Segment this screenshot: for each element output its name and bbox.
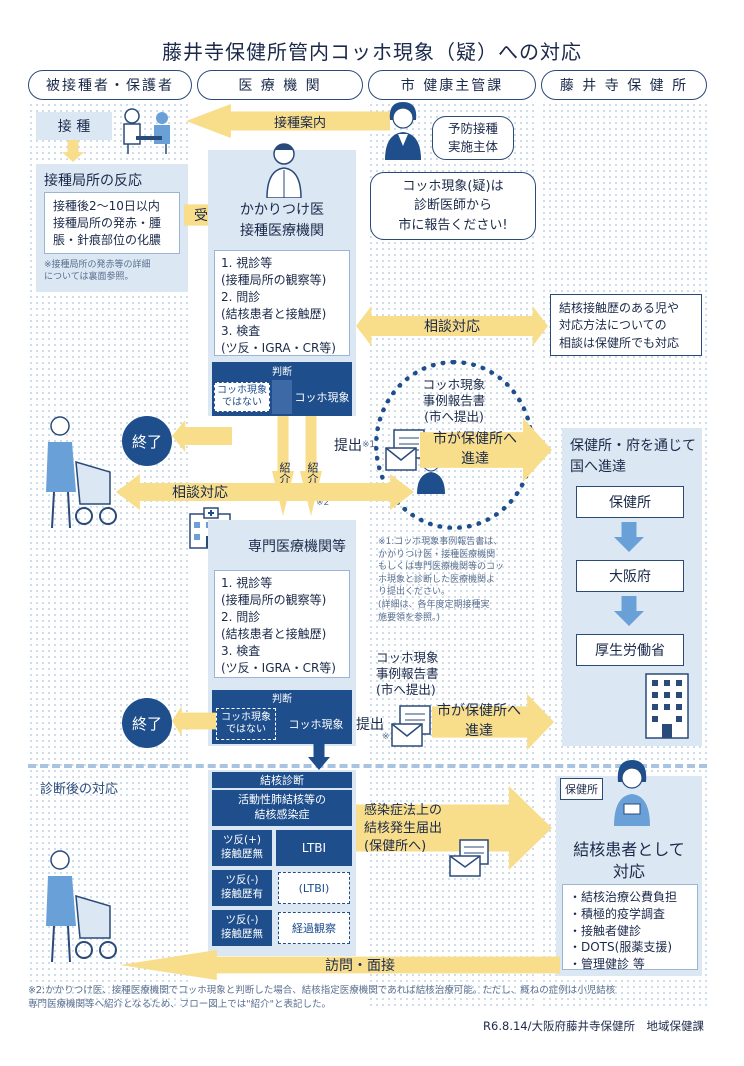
parent-stroller-illustration-1	[40, 412, 120, 532]
koch-2: コッホ現象	[288, 718, 344, 731]
submit-label-2: 提出	[356, 717, 384, 733]
consult-support-label: 相談対応	[424, 319, 480, 335]
note1-text: ※1:コッホ現象事例報告書は、 かかりつけ医・接種医療機関 もしくは専門医療機関…	[378, 537, 505, 623]
envelope-icon-1	[384, 428, 428, 472]
referral-note-mark: ※2	[316, 498, 330, 508]
tb-result-2: (LTBI)	[278, 872, 350, 904]
footer-text: R6.8.14/大阪府藤井寺保健所 地域保健課	[483, 1019, 704, 1033]
envelope-icon-3	[448, 838, 492, 878]
local-reaction-title: 接種局所の反応	[44, 173, 142, 189]
judgement-header-1: 判断	[212, 362, 352, 378]
referral-label-2: 紹介	[306, 462, 319, 484]
not-koch-2: コッホ現象 ではない	[216, 708, 276, 740]
report-form-title-2: コッホ現象 事例報告書 (市へ提出)	[376, 649, 439, 698]
local-reaction-note: ※接種局所の発赤等の詳細 については裏面参照。	[44, 260, 151, 282]
route-step-health-center: 保健所	[576, 486, 684, 518]
not-koch-1: コッホ現象 ではない	[214, 382, 270, 412]
judgement-header-2: 判断	[212, 690, 352, 705]
doctor-patient-illustration	[116, 104, 180, 156]
route-step-mhlw: 厚生労働省	[576, 634, 684, 666]
lane-header-city: 市 健康主管課	[368, 70, 536, 100]
referral-label-1: 紹介	[278, 462, 291, 484]
tb-cond-1: ツ反(+) 接触歴無	[212, 830, 272, 866]
city-to-center-1: 市が保健所へ 進達	[433, 431, 517, 467]
local-reaction-text: 接種後2〜10日以内 接種局所の発赤・腫 脹・針痕部位の化膿	[44, 192, 180, 254]
health-staff-illustration	[610, 756, 654, 826]
active-tb-box: 活動性肺結核等の 結核感染症	[212, 790, 352, 826]
visit-interview-label: 訪問・面接	[325, 958, 395, 974]
tb-result-1: LTBI	[276, 830, 352, 866]
tb-patient-support-title: 結核患者として 対応	[573, 839, 685, 881]
submit-label-1: 提出	[328, 430, 368, 460]
lane-header-center: 藤 井 寺 保 健 所	[541, 70, 707, 100]
end-circle-2: 終了	[122, 698, 172, 748]
after-diagnosis-divider	[28, 764, 707, 768]
after-diagnosis-label: 診断後の対応	[40, 782, 119, 797]
judgement-body-2	[212, 704, 352, 744]
end-circle-1: 終了	[122, 416, 172, 466]
notification-text: 感染症法上の 結核発生届出 (保健所へ)	[364, 803, 443, 855]
page-title: 藤井寺保健所管内コッホ現象（疑）への対応	[162, 40, 582, 64]
arrow-down-vaccination	[62, 140, 84, 162]
national-route-title: 保健所・府を通じて 国へ進達	[570, 438, 696, 475]
arrow-koch-down	[308, 744, 330, 770]
parent-stroller-illustration-2	[40, 846, 120, 966]
note2-text: ※2:かかりつけ医、接種医療機関でコッホ現象と判断した場合、結核指定医療機関であ…	[28, 985, 616, 1011]
health-center-consult-box: 結核接触歴のある児や 対応方法についての 相談は保健所でも対応	[550, 294, 702, 356]
exam-steps-specialist: 1. 視診等 (接種局所の観察等) 2. 問診 (結核患者と接触歴) 3. 検査…	[214, 570, 350, 678]
tb-cond-3: ツ反(-) 接触歴無	[212, 910, 272, 946]
city-to-center-2: 市が保健所へ 進達	[437, 703, 521, 739]
tb-support-items: ・結核治療公費負担 ・積極的疫学調査 ・接触者健診 ・DOTS(服薬支援) ・管…	[562, 884, 698, 971]
tb-result-3: 経過観察	[278, 912, 350, 944]
route-step-osaka: 大阪府	[576, 560, 684, 592]
city-official-illustration	[380, 98, 426, 162]
city-request-bubble: コッホ現象(疑)は 診断医師から 市に報告ください!	[370, 172, 536, 240]
tb-diagnosis-header: 結核診断	[212, 772, 352, 788]
submit-note-mark-1: ※1	[362, 440, 376, 450]
tb-cond-2: ツ反(-) 接触歴有	[212, 870, 272, 906]
envelope-icon-2	[390, 704, 434, 748]
building-icon	[640, 670, 694, 740]
submit-note-mark-2: ※1	[382, 732, 396, 742]
koch-1: コッホ現象	[294, 391, 350, 404]
health-center-label: 保健所	[560, 778, 603, 800]
report-form-title-1: コッホ現象 事例報告書 (市へ提出)	[422, 376, 486, 425]
consult-long-label: 相談対応	[172, 485, 228, 501]
specialist-title: 専門医療機関等	[248, 539, 346, 555]
vaccination-box: 接 種	[36, 112, 112, 140]
suspect-1	[272, 380, 292, 414]
doctor-illustration	[264, 140, 304, 199]
exam-steps-family: 1. 視診等 (接種局所の観察等) 2. 問診 (結核患者と接触歴) 3. 検査…	[214, 250, 350, 356]
lane-header-medical: 医 療 機 関	[197, 70, 363, 100]
lane-header-patient: 被接種者・保護者	[28, 70, 192, 100]
family-doctor-title: かかりつけ医 接種医療機関	[239, 202, 325, 239]
vaccination-guide-label: 接種案内	[273, 115, 326, 131]
prevention-body-bubble: 予防接種 実施主体	[432, 116, 514, 160]
